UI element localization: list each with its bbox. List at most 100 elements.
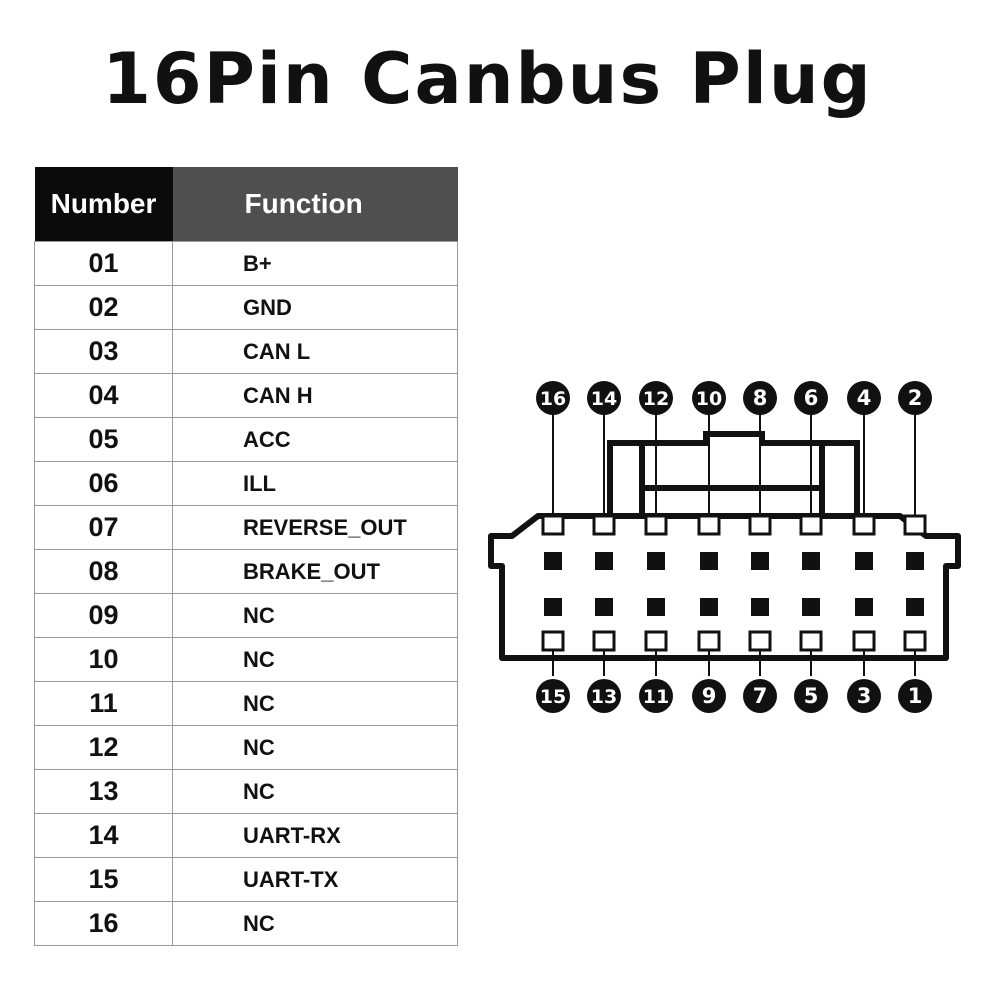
pin-number: 03 xyxy=(34,329,173,374)
pin-15-contact xyxy=(544,598,562,616)
pin-14-badge xyxy=(587,381,621,415)
pin-number: 02 xyxy=(34,285,173,330)
pin-1-label: 1 xyxy=(908,684,923,708)
pin-5-terminal-slot xyxy=(799,630,823,652)
pin-function: CAN H xyxy=(172,373,458,418)
pin-3-contact xyxy=(855,598,873,616)
pin-10-label: 10 xyxy=(696,388,722,410)
pin-3-badge xyxy=(847,679,881,713)
pin-function: CAN L xyxy=(172,329,458,374)
connector-housing xyxy=(488,513,961,661)
pin-13-badge xyxy=(587,679,621,713)
pin-number: 05 xyxy=(34,417,173,462)
pin-8-contact xyxy=(751,552,769,570)
pin-8-terminal-slot xyxy=(748,514,772,536)
pin-13-label: 13 xyxy=(591,686,617,708)
pin-16-contact xyxy=(544,552,562,570)
pin-5-badge xyxy=(794,679,828,713)
connector-latch xyxy=(607,431,860,518)
pin-13-terminal-slot xyxy=(592,630,616,652)
pin-function: GND xyxy=(172,285,458,330)
pin-4-terminal-slot xyxy=(852,514,876,536)
pin-number: 11 xyxy=(34,681,173,726)
pin-2-label: 2 xyxy=(908,386,923,410)
pin-2-terminal-slot xyxy=(903,514,927,536)
pin-7-contact xyxy=(751,598,769,616)
pin-14-contact xyxy=(595,552,613,570)
pin-12-terminal-slot xyxy=(644,514,668,536)
pin-6-badge xyxy=(794,381,828,415)
pin-8-label: 8 xyxy=(753,386,768,410)
pin-number: 09 xyxy=(34,593,173,638)
pin-8-badge xyxy=(743,381,777,415)
pin-number: 10 xyxy=(34,637,173,682)
pin-function: ACC xyxy=(172,417,458,462)
pin-3-terminal-slot xyxy=(852,630,876,652)
pin-12-badge xyxy=(639,381,673,415)
pin-11-badge xyxy=(639,679,673,713)
pin-2-badge xyxy=(898,381,932,415)
pin-function: NC xyxy=(172,769,458,814)
pin-12-label: 12 xyxy=(643,388,669,410)
pin-13-contact xyxy=(595,598,613,616)
pin-10-badge xyxy=(692,381,726,415)
pin-function: NC xyxy=(172,593,458,638)
pin-15-badge xyxy=(536,679,570,713)
pin-number: 15 xyxy=(34,857,173,902)
pin-14-label: 14 xyxy=(591,388,617,410)
pin-1-contact xyxy=(906,598,924,616)
pin-14-terminal-slot xyxy=(592,514,616,536)
pin-15-label: 15 xyxy=(540,686,566,708)
function-column-header: Function xyxy=(172,167,458,242)
pin-11-terminal-slot xyxy=(644,630,668,652)
pin-11-contact xyxy=(647,598,665,616)
pin-12-contact xyxy=(647,552,665,570)
pin-7-badge xyxy=(743,679,777,713)
pin-number: 14 xyxy=(34,813,173,858)
pin-number: 12 xyxy=(34,725,173,770)
pin-number: 16 xyxy=(34,901,173,946)
pin-1-terminal-slot xyxy=(903,630,927,652)
pin-function: NC xyxy=(172,637,458,682)
pin-function: NC xyxy=(172,725,458,770)
pin-4-label: 4 xyxy=(857,386,872,410)
pin-4-contact xyxy=(855,552,873,570)
pin-function: NC xyxy=(172,681,458,726)
pin-number: 04 xyxy=(34,373,173,418)
pin-function: UART-TX xyxy=(172,857,458,902)
pin-number: 06 xyxy=(34,461,173,506)
page-title: 16Pin Canbus Plug xyxy=(102,38,873,120)
pin-10-terminal-slot xyxy=(697,514,721,536)
pin-9-contact xyxy=(700,598,718,616)
pin-5-label: 5 xyxy=(804,684,819,708)
pin-7-terminal-slot xyxy=(748,630,772,652)
pin-5-contact xyxy=(802,598,820,616)
pin-function: UART-RX xyxy=(172,813,458,858)
pin-number: 08 xyxy=(34,549,173,594)
pin-number: 01 xyxy=(34,241,173,286)
pin-number: 13 xyxy=(34,769,173,814)
pin-4-badge xyxy=(847,381,881,415)
pin-1-badge xyxy=(898,679,932,713)
pin-16-label: 16 xyxy=(540,388,566,410)
pin-16-terminal-slot xyxy=(541,514,565,536)
table-header-row: Number Function xyxy=(34,167,458,242)
pin-6-label: 6 xyxy=(804,386,819,410)
pin-9-label: 9 xyxy=(702,684,717,708)
pin-function: REVERSE_OUT xyxy=(172,505,458,550)
